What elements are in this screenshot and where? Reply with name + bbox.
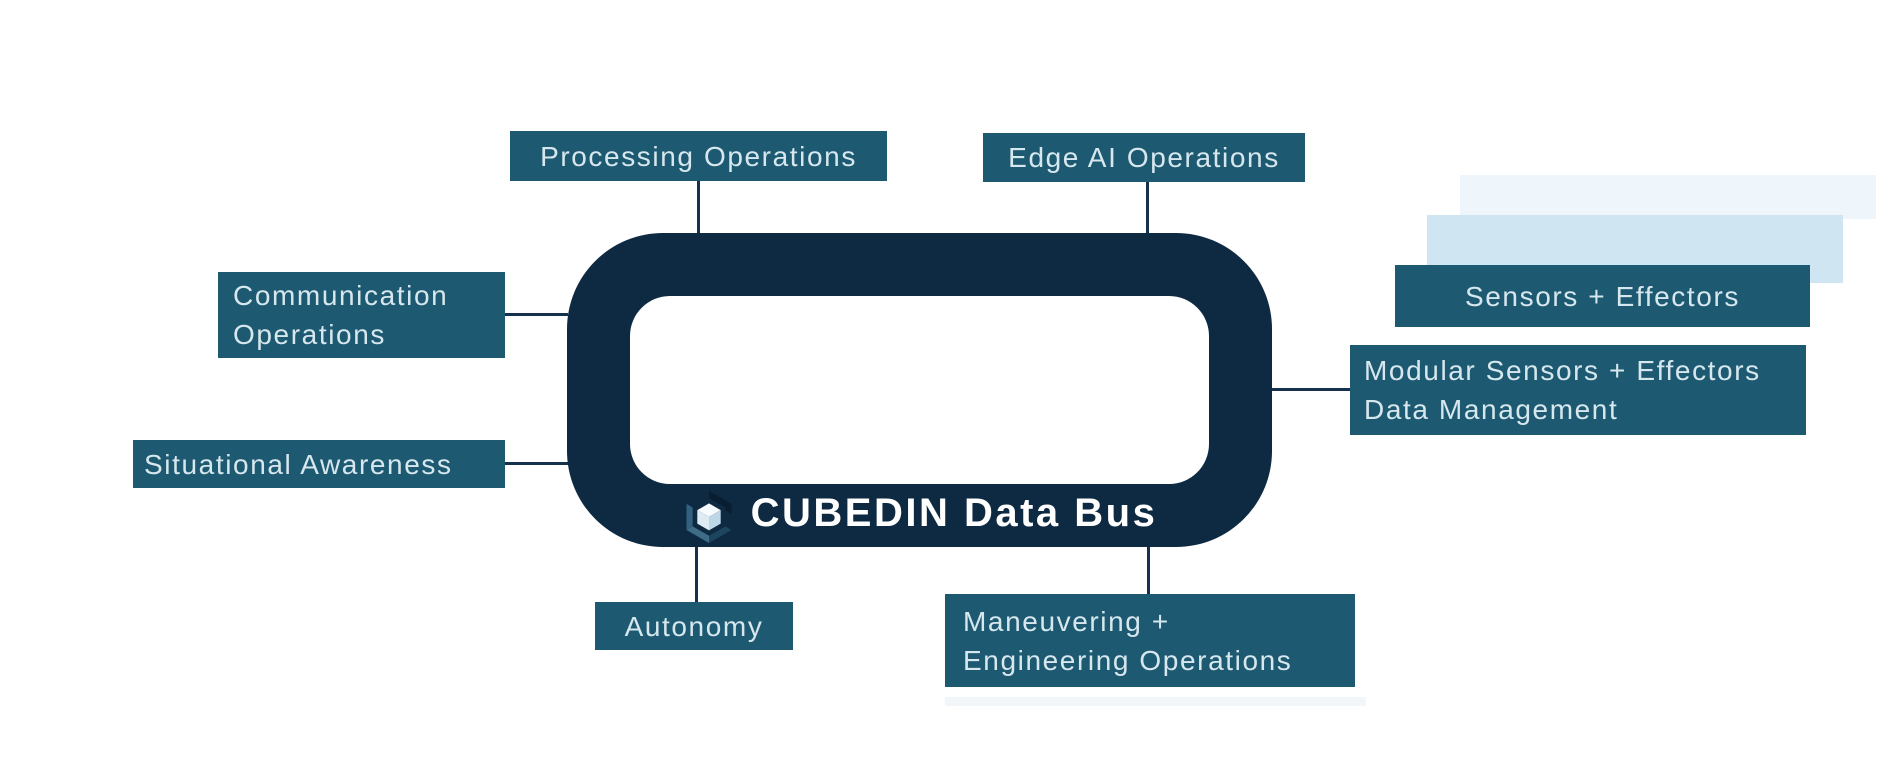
node-label-line: Data Management [1364, 394, 1619, 425]
decor-rect-pale [1460, 175, 1876, 219]
node-label: Autonomy [624, 610, 764, 642]
data-bus-ring: CUBEDIN Data Bus [567, 233, 1272, 547]
cube-logo-icon [682, 487, 736, 545]
connector-processing [697, 181, 700, 234]
node-label: Sensors + Effectors [1464, 280, 1740, 312]
data-bus-label: CUBEDIN Data Bus [567, 484, 1272, 547]
bus-title: CUBEDIN Data Bus [750, 491, 1158, 535]
node-maneuvering-engineering-operations: Maneuvering + Engineering Operations [945, 594, 1355, 687]
connector-autonomy [695, 546, 698, 602]
node-edge-ai-operations: Edge AI Operations [983, 133, 1305, 182]
decor-strip-under-maneuvering [945, 697, 1366, 706]
connector-situational-awareness [505, 462, 568, 465]
node-label-line: Operations [233, 319, 386, 350]
data-bus-ring-hole [630, 296, 1209, 484]
node-label: Edge AI Operations [1008, 142, 1280, 173]
node-label-line: Communication [233, 280, 449, 311]
node-autonomy: Autonomy [595, 602, 793, 650]
node-label: Situational Awareness [144, 448, 453, 480]
node-modular-sensors-effectors-data-management: Modular Sensors + Effectors Data Managem… [1350, 345, 1806, 435]
node-sensors-effectors: Sensors + Effectors [1395, 265, 1810, 327]
node-label-line: Maneuvering + [963, 605, 1170, 637]
node-processing-operations: Processing Operations [510, 131, 887, 181]
connector-maneuvering [1147, 546, 1150, 594]
node-situational-awareness: Situational Awareness [133, 440, 505, 488]
node-label-line: Modular Sensors + Effectors [1364, 355, 1761, 386]
node-label: Processing Operations [540, 140, 857, 172]
connector-edge-ai [1146, 182, 1149, 234]
connector-modular-sensors [1271, 388, 1350, 391]
node-label-line: Engineering Operations [963, 644, 1293, 676]
node-communication-operations: Communication Operations [218, 272, 505, 358]
connector-communication [505, 313, 568, 316]
